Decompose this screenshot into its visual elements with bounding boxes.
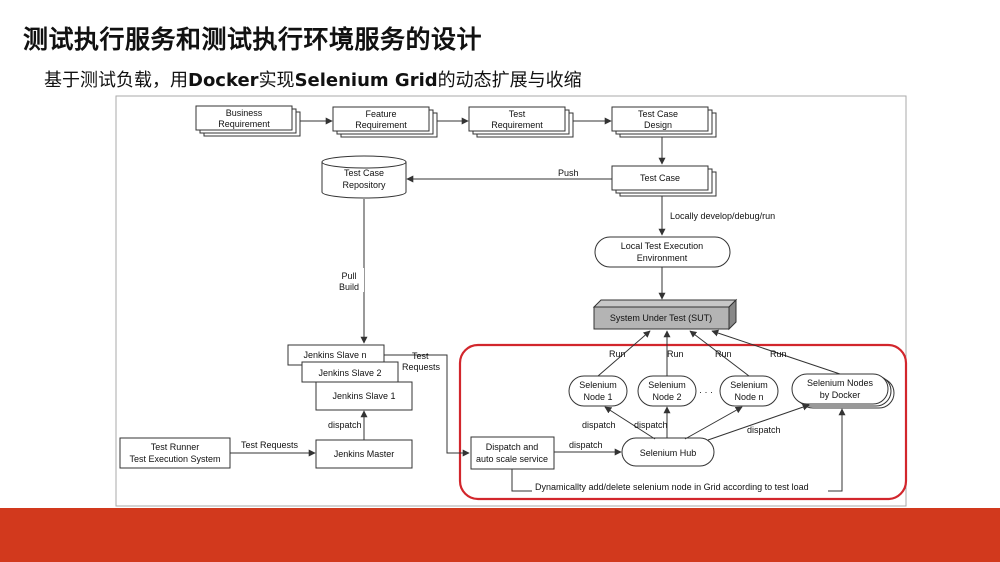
test-requests-top-label-1: Test [412,351,429,361]
svg-text:Design: Design [644,120,672,130]
local-dev-label: Locally develop/debug/run [670,211,775,221]
svg-text:Test Execution System: Test Execution System [129,454,220,464]
page-title: 测试执行服务和测试执行环境服务的设计 [23,25,483,54]
dispatch-hub-label: dispatch [569,440,603,450]
run-label-3: Run [715,349,732,359]
svg-text:Dispatch and: Dispatch and [486,442,539,452]
run-label-4: Run [770,349,787,359]
svg-text:Selenium: Selenium [648,380,686,390]
dispatch-label-3: dispatch [747,425,781,435]
business-requirement-node: Business Requirement [195,105,301,137]
test-case-repository-node: Test Case Repository [321,155,407,199]
diagram-frame [115,95,907,507]
svg-text:Feature: Feature [365,109,396,119]
dynamic-scaling-label: Dynamicallty add/delete selenium node in… [535,482,809,492]
test-requirement-node: Test Requirement [468,106,574,138]
selenium-node-1: Selenium Node 1 [568,375,628,407]
dispatch-jenkins-label: dispatch [328,420,362,430]
jenkins-slave-1-node: Jenkins Slave 1 [315,381,413,411]
svg-text:Jenkins Slave 1: Jenkins Slave 1 [332,391,395,401]
local-test-env-node: Local Test Execution Environment [594,236,731,268]
feature-requirement-node: Feature Requirement [332,106,438,138]
dispatch-label-1: dispatch [582,420,616,430]
push-label: Push [558,168,579,178]
test-case-design-node: Test Case Design [611,106,717,138]
svg-text:Test Case: Test Case [638,109,678,119]
test-case-node: Test Case [611,165,717,197]
run-label-2: Run [667,349,684,359]
dispatch-label-2: dispatch [634,420,668,430]
run-label-1: Run [609,349,626,359]
pull-label: Pull [341,271,356,281]
svg-text:Test Runner: Test Runner [151,442,200,452]
test-runner-node: Test Runner Test Execution System [119,437,231,469]
jenkins-slave-2-node: Jenkins Slave 2 [301,361,399,383]
svg-text:Test Case: Test Case [640,173,680,183]
svg-text:Selenium: Selenium [730,380,768,390]
svg-text:Requirement: Requirement [491,120,543,130]
svg-text:Jenkins Master: Jenkins Master [334,449,395,459]
svg-text:Node 1: Node 1 [583,392,612,402]
test-requests-label: Test Requests [241,440,299,450]
svg-text:Node 2: Node 2 [652,392,681,402]
selenium-nodes-by-docker: Selenium Nodes by Docker [791,373,895,409]
svg-text:Jenkins Slave 2: Jenkins Slave 2 [318,368,381,378]
jenkins-master-node: Jenkins Master [315,439,413,469]
svg-text:Selenium Hub: Selenium Hub [640,448,697,458]
svg-text:Test Case: Test Case [344,168,384,178]
svg-text:Jenkins Slave n: Jenkins Slave n [303,350,366,360]
page-subtitle: 基于测试负载，用Docker实现Selenium Grid的动态扩展与收缩 [44,70,582,91]
ellipsis-label: · · · [699,387,713,397]
svg-text:Requirement: Requirement [218,119,270,129]
svg-text:by Docker: by Docker [820,390,861,400]
svg-text:Node n: Node n [734,392,763,402]
selenium-node-2: Selenium Node 2 [637,375,697,407]
svg-text:Requirement: Requirement [355,120,407,130]
build-label: Build [339,282,359,292]
selenium-hub-node: Selenium Hub [621,437,715,467]
test-requests-top-label-2: Requests [402,362,441,372]
selenium-grid-highlight [458,343,908,501]
system-under-test-node: System Under Test (SUT) [592,298,738,331]
svg-text:Test: Test [509,109,526,119]
selenium-node-n: Selenium Node n [719,375,779,407]
svg-text:Selenium: Selenium [579,380,617,390]
footer-accent-bar [0,508,1000,562]
svg-text:Selenium Nodes: Selenium Nodes [807,378,874,388]
svg-text:System Under Test (SUT): System Under Test (SUT) [610,313,712,323]
svg-text:Repository: Repository [342,180,386,190]
svg-text:Environment: Environment [637,253,688,263]
svg-text:auto scale service: auto scale service [476,454,548,464]
dispatch-autoscale-service-node: Dispatch and auto scale service [470,436,555,470]
svg-text:Local Test Execution: Local Test Execution [621,241,703,251]
svg-text:Business: Business [226,108,263,118]
